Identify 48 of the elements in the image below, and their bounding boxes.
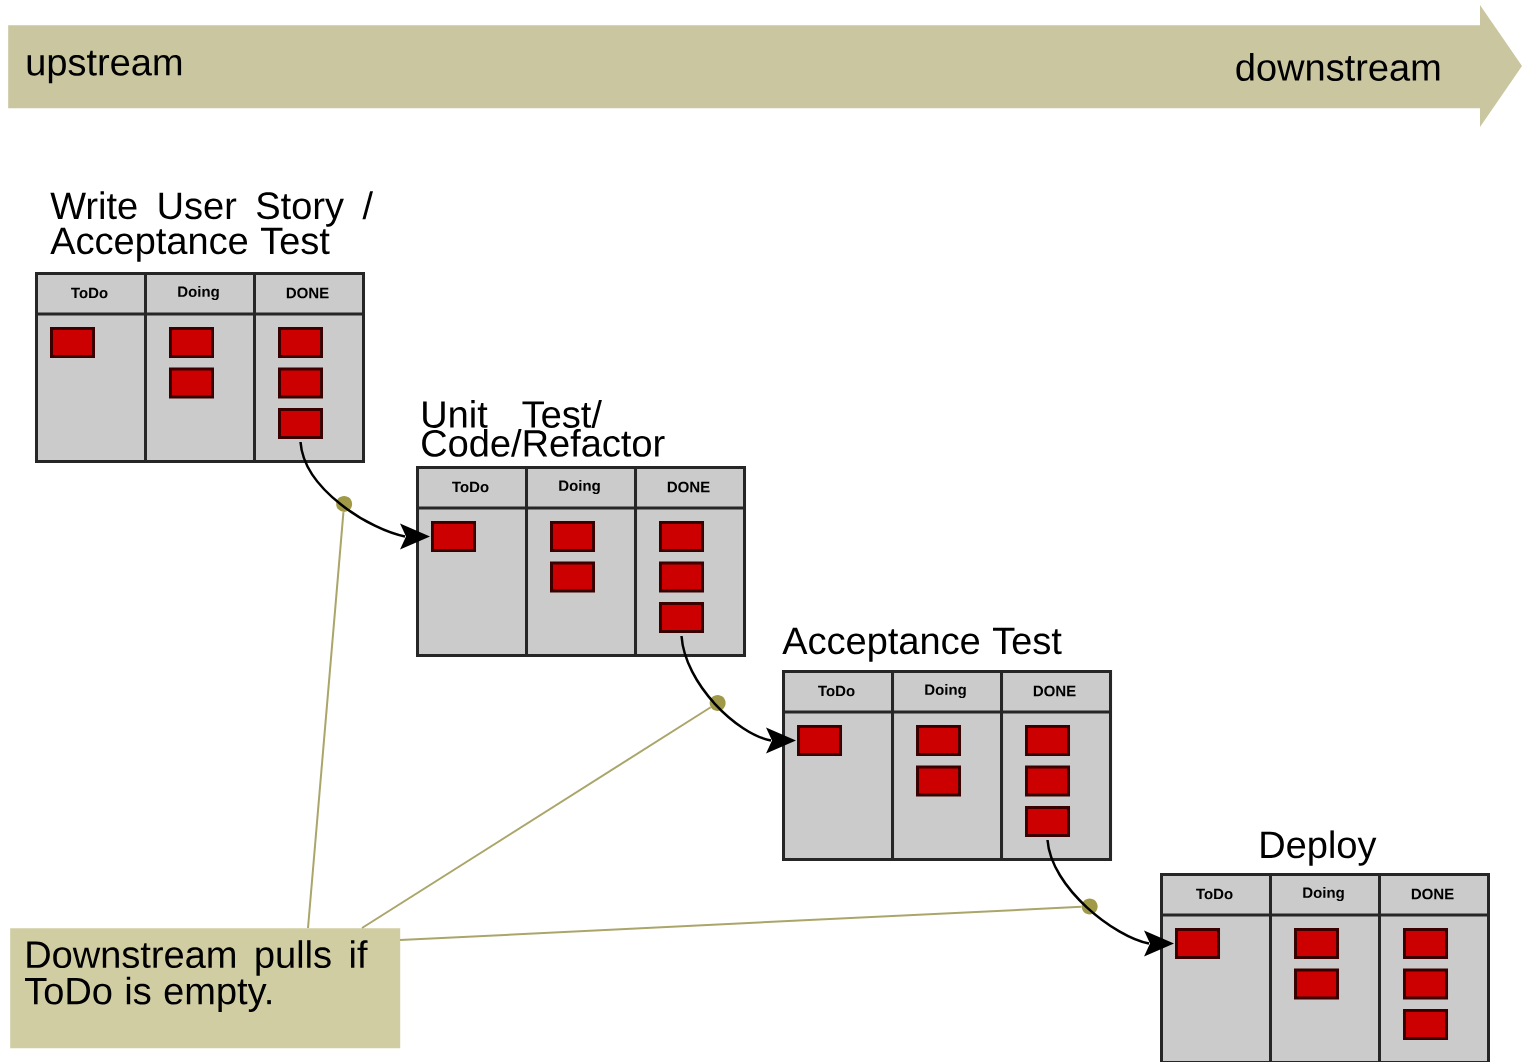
task-card [278, 408, 323, 439]
task-card [1294, 968, 1339, 1000]
task-card [659, 561, 704, 593]
board-column: ToDo [782, 670, 894, 861]
callout-box: Downstream pulls if ToDo is empty. [10, 928, 401, 1049]
task-card [916, 765, 961, 797]
leader-line [399, 905, 1083, 941]
pull-point-dot [1081, 898, 1098, 915]
task-card [1403, 968, 1448, 1000]
board-column: Doing [525, 466, 637, 657]
task-card [1403, 928, 1448, 959]
node-label: Acceptance Test [782, 627, 1062, 662]
task-card [1025, 765, 1070, 797]
pull-point-dot [709, 694, 726, 711]
task-card [169, 367, 214, 399]
node-label: Deploy [1261, 830, 1377, 866]
board-column: ToDo [1160, 873, 1272, 1062]
task-card [659, 602, 704, 633]
board-column: DONE [253, 272, 365, 463]
board-column: DONE [1378, 873, 1490, 1062]
pull-point-dot [336, 495, 353, 512]
leader-line [307, 511, 345, 929]
node-label: Unit Test/ Code/Refactor [422, 399, 665, 457]
board-column: Doing [891, 670, 1003, 861]
task-card [1025, 806, 1070, 837]
board-column: ToDo [35, 272, 147, 463]
task-card [169, 327, 214, 358]
task-card [278, 327, 323, 358]
board-column: Doing [1269, 873, 1381, 1062]
task-card [550, 561, 595, 593]
board-column: Doing [144, 272, 256, 463]
task-card [1025, 725, 1070, 756]
task-card [50, 327, 95, 358]
task-card [1294, 928, 1339, 959]
flow-arrow-band: upstream downstream [8, 5, 1522, 127]
task-card [278, 367, 323, 399]
board-column: DONE [634, 466, 746, 657]
board-column: ToDo [416, 466, 528, 657]
leader-line [361, 706, 712, 929]
task-card [1175, 928, 1220, 959]
board-column: DONE [1000, 670, 1112, 861]
task-card [797, 725, 842, 756]
task-card [431, 521, 476, 552]
node-label: Write User Story / Acceptance Test [50, 191, 373, 262]
task-card [659, 521, 704, 552]
task-card [1403, 1009, 1448, 1040]
task-card [916, 725, 961, 756]
task-card [550, 521, 595, 552]
